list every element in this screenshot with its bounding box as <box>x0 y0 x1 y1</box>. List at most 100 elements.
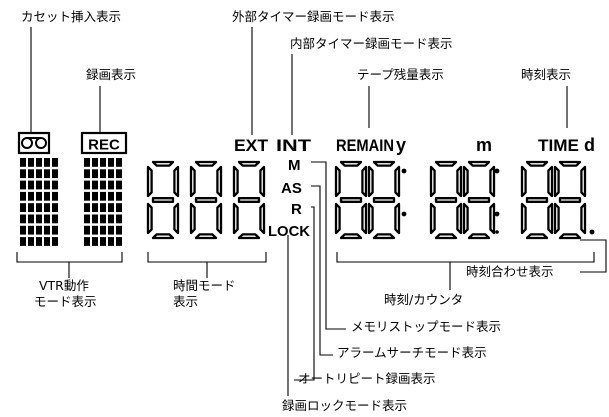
matrix-dot <box>100 191 106 201</box>
digit-segment <box>547 202 554 235</box>
matrix-dot <box>20 203 26 212</box>
digit-segment <box>372 160 396 167</box>
rec-lock-indicator: LOCK <box>268 223 310 240</box>
matrix-dot <box>28 214 34 224</box>
matrix-dot <box>108 203 114 212</box>
leader-time-adjust <box>580 239 607 273</box>
leader-auto-repeat <box>294 206 315 381</box>
digit-segment <box>361 202 368 235</box>
callout-vtr-mode-2: モード表示 <box>34 294 97 309</box>
remain-indicator: REMAIN <box>336 136 394 155</box>
matrix-dot <box>20 225 26 235</box>
matrix-dot <box>108 191 114 201</box>
matrix-dot <box>100 237 106 246</box>
matrix-dot <box>100 214 106 224</box>
auto-repeat-indicator: R <box>291 201 302 218</box>
matrix-dot <box>44 191 50 201</box>
matrix-dot <box>108 180 114 190</box>
matrix-dot <box>20 214 26 224</box>
matrix-dot <box>92 169 98 179</box>
digit-segment <box>489 165 496 198</box>
matrix-dot <box>92 203 98 212</box>
memory-stop-indicator: M <box>288 157 301 174</box>
matrix-dot <box>28 203 34 212</box>
bracket-counter <box>336 252 595 263</box>
matrix-dot <box>44 169 50 179</box>
digit-segment <box>394 165 401 198</box>
matrix-dot <box>52 191 58 201</box>
digit-segment <box>489 202 496 235</box>
matrix-dot <box>116 203 122 212</box>
bracket-time-mode <box>147 252 267 263</box>
digit-segment <box>151 233 175 240</box>
matrix-dot <box>44 203 50 212</box>
digit-segment <box>334 202 341 235</box>
digit-segment <box>367 165 374 198</box>
cassette-icon <box>17 131 51 155</box>
matrix-dot <box>36 214 42 224</box>
int-indicator: INT <box>276 136 312 155</box>
callout-tape-remain: テープ残量表示 <box>357 67 444 82</box>
matrix-dot <box>28 191 34 201</box>
digit-segment <box>189 202 196 235</box>
matrix-dot <box>92 214 98 224</box>
callout-time-counter: 時刻/カウンタ <box>384 292 463 307</box>
matrix-dot <box>116 158 122 167</box>
digit-segment <box>553 165 560 198</box>
digit-segment <box>189 165 196 198</box>
callout-alarm-search: アラームサーチモード表示 <box>337 345 487 360</box>
matrix-dot <box>52 214 58 224</box>
digit-segment <box>259 165 266 198</box>
digit-segment <box>151 197 175 203</box>
vtr-dot-matrix-right <box>84 158 122 246</box>
matrix-dot <box>84 158 90 167</box>
matrix-dot <box>116 169 122 179</box>
time-indicator: TIME <box>538 136 579 155</box>
digit-segment <box>194 160 218 167</box>
matrix-dot <box>28 169 34 179</box>
matrix-dot <box>84 191 90 201</box>
digit-segment <box>173 165 180 198</box>
matrix-dot <box>44 214 50 224</box>
matrix-dot <box>20 237 26 246</box>
matrix-dot <box>92 158 98 167</box>
matrix-dot <box>84 203 90 212</box>
matrix-dot <box>20 158 26 167</box>
matrix-dot <box>36 237 42 246</box>
matrix-dot <box>92 237 98 246</box>
digit-segment <box>367 202 374 235</box>
matrix-dot <box>36 158 42 167</box>
rec-indicator: REC <box>80 131 128 155</box>
matrix-dot <box>28 180 34 190</box>
digit-segment <box>547 165 554 198</box>
matrix-dot <box>108 214 114 224</box>
digit-segment <box>467 160 491 167</box>
matrix-dot <box>92 180 98 190</box>
digit-segment <box>525 233 549 240</box>
month-indicator: m <box>476 135 492 155</box>
separator-dots <box>401 168 595 235</box>
digit-segment <box>467 233 491 240</box>
digit-segment <box>558 233 582 240</box>
matrix-dot <box>52 237 58 246</box>
bracket-vtr <box>16 252 123 263</box>
matrix-dot <box>92 191 98 201</box>
matrix-dot <box>84 180 90 190</box>
digit-segment <box>372 233 396 240</box>
matrix-dot <box>44 158 50 167</box>
digit-segment <box>558 160 582 167</box>
leader-alarm-search <box>311 185 333 356</box>
leader-memory-stop <box>311 161 346 330</box>
year-indicator: y <box>396 135 406 155</box>
callout-time-mode-2: 表示 <box>173 294 198 309</box>
digit-segment <box>467 197 491 203</box>
matrix-dot <box>52 203 58 212</box>
digit-segment <box>237 160 261 167</box>
digit-segment <box>151 160 175 167</box>
callout-int-timer-rec: 内部タイマー録画モード表示 <box>290 36 453 51</box>
alarm-search-indicator: AS <box>281 180 302 197</box>
matrix-dot <box>28 237 34 246</box>
matrix-dot <box>36 225 42 235</box>
digit-segment <box>456 165 463 198</box>
digit-segment <box>434 160 458 167</box>
